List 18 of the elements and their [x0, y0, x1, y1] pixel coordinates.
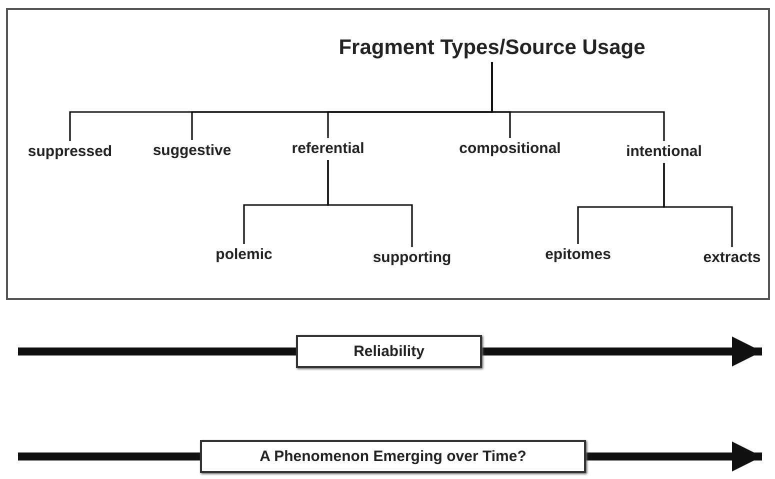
- label-box: A Phenomenon Emerging over Time?: [200, 440, 586, 473]
- arrow: [586, 442, 762, 472]
- category-label: intentional: [626, 143, 702, 161]
- heading-text: Fragment Types/Source Usage: [338, 36, 646, 60]
- label-box: Reliability: [296, 335, 482, 368]
- connector-line: [327, 160, 413, 247]
- category-label: supporting: [372, 249, 452, 267]
- connector-line: [663, 163, 733, 247]
- arrow: [482, 336, 762, 366]
- category-label: suppressed: [28, 143, 112, 161]
- category-label: epitomes: [545, 246, 611, 264]
- category-label: polemic: [216, 246, 272, 264]
- category-label: compositional: [459, 140, 561, 158]
- category-label: extracts: [703, 249, 761, 267]
- diagram-frame: [6, 8, 770, 300]
- category-label: referential: [292, 140, 364, 158]
- connector-line: [491, 62, 665, 141]
- category-label: suggestive: [152, 142, 232, 160]
